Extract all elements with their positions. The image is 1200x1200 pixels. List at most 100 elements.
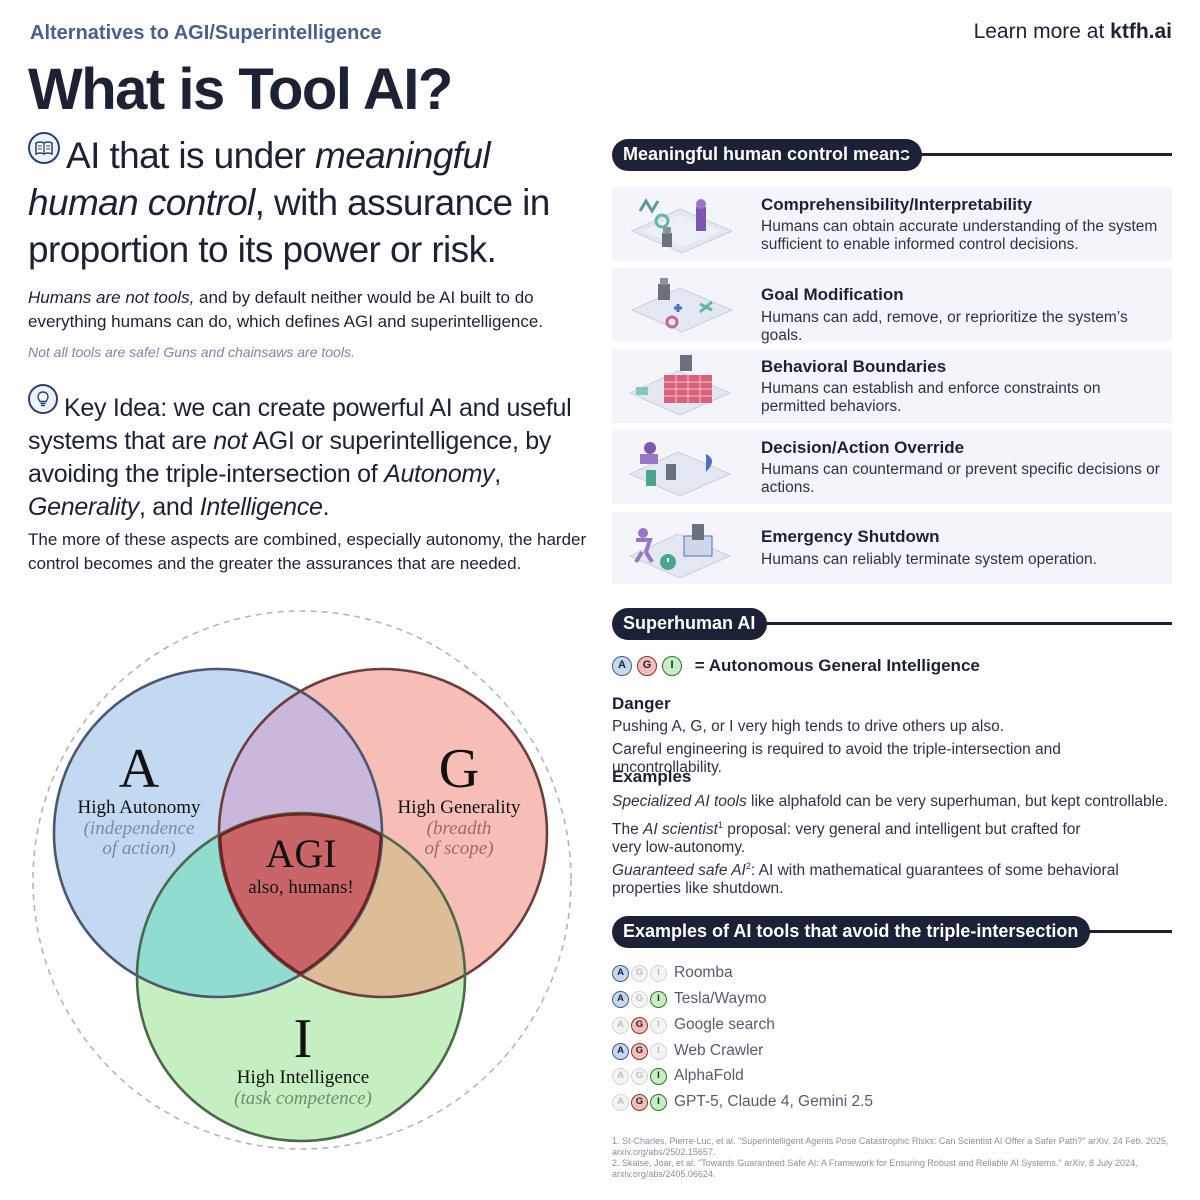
intelligence-badge: I (650, 1042, 667, 1060)
reference-2: 2. Skalse, Joar, et al. "Towards Guarant… (612, 1158, 1138, 1179)
example-guaranteed-safe-ai: Guaranteed safe AI2: AI with mathematica… (612, 857, 1132, 898)
generality-sub1: (breadth (427, 818, 492, 839)
intelligence-badge: I (650, 1016, 667, 1034)
danger-title: Danger (612, 694, 671, 713)
interpretability-illustration (630, 198, 734, 254)
intelligence-label: High Intelligence (237, 1067, 369, 1088)
intelligence-badge: I (650, 990, 667, 1008)
key-idea-generality: Generality (28, 493, 139, 521)
humans-not-tools-paragraph: Humans are not tools, and by default nei… (28, 286, 588, 334)
para1-rest: and by default neither would be AI built… (28, 288, 544, 331)
example-3-emphasis: Guaranteed safe AI (612, 862, 746, 880)
autonomy-badge: A (612, 1042, 629, 1060)
example-1-rest: like alphafold can be very superhuman, b… (746, 793, 1169, 810)
agi-title: AGI (265, 831, 336, 876)
example-2-rest: proposal: very general and intelligent b… (612, 821, 1081, 857)
control-item-desc: Humans can establish and enforce constra… (761, 380, 1101, 415)
key-idea: Key Idea: we can create powerful AI and … (28, 384, 588, 524)
key-idea-intelligence: Intelligence (199, 493, 323, 521)
agi-venn-diagram: A High Autonomy (independence of action)… (32, 610, 572, 1150)
control-item-title: Emergency Shutdown (761, 527, 940, 546)
para1-emphasis: Humans are not tools, (28, 288, 195, 307)
key-idea-autonomy: Autonomy (384, 460, 495, 488)
example-2-prefix: The (612, 821, 644, 839)
autonomy-badge: A (612, 1093, 629, 1111)
footnote-ref-2[interactable]: 2 (745, 861, 751, 871)
tool-name: Roomba (674, 964, 733, 981)
example-3-rest: : AI with mathematical guarantees of som… (612, 862, 1119, 898)
reference-1: 1. St-Charles, Pierre-Luc, et al. "Super… (612, 1136, 1169, 1157)
intelligence-badge: I (650, 1093, 667, 1111)
boundaries-illustration (628, 355, 732, 416)
combination-paragraph: The more of these aspects are combined, … (28, 530, 587, 573)
learn-more-prefix: Learn more at (973, 20, 1111, 43)
control-item-title: Goal Modification (761, 285, 904, 304)
control-item-desc: Humans can add, remove, or reprioritize … (761, 309, 1128, 344)
lead-part1: AI that is under (66, 135, 315, 176)
lead-emphasis: meaningful human control (28, 135, 491, 223)
intelligence-badge: I (662, 655, 682, 676)
superintelligence-boundary (32, 610, 572, 1150)
tool-name: Google search (674, 1016, 775, 1033)
autonomy-sub2: of action) (102, 838, 175, 859)
override-illustration (628, 442, 732, 497)
generality-badge: G (631, 1067, 648, 1085)
generality-badge: G (631, 964, 648, 982)
generality-badge: G (631, 1042, 648, 1060)
control-header: Meaningful human control means (612, 139, 923, 171)
tool-name: Web Crawler (674, 1042, 764, 1059)
generality-badge: G (631, 1093, 648, 1111)
intelligence-sub1: (task competence) (234, 1088, 372, 1109)
intelligence-badge: I (650, 1067, 667, 1085)
example-ai-scientist: The AI scientist1 proposal: very general… (612, 816, 1082, 857)
lightbulb-icon (28, 384, 58, 414)
control-item-override: Decision/Action Override Humans can coun… (612, 430, 1172, 504)
key-idea-part2: AGI or superintelligence, by avoiding th… (28, 427, 552, 488)
autonomy-badge: A (612, 655, 632, 676)
control-item-goal-modification: Goal Modification Humans can add, remove… (612, 268, 1172, 344)
superhuman-header-rule (758, 622, 1172, 625)
autonomy-badge: A (612, 1016, 629, 1034)
example-2-emphasis: AI scientist (643, 821, 718, 839)
shutdown-illustration (628, 524, 732, 579)
tools-header: Examples of AI tools that avoid the trip… (612, 916, 1091, 948)
control-item-title: Decision/Action Override (761, 438, 965, 457)
generality-letter: G (439, 738, 479, 800)
key-idea-not: not (213, 427, 248, 455)
key-idea-part1: Key Idea: we can create powerful AI and … (28, 394, 572, 455)
tool-name: AlphaFold (674, 1067, 744, 1084)
subtitle: Alternatives to AGI/Superintelligence (30, 22, 382, 44)
key-idea-period: . (322, 493, 330, 521)
references: 1. St-Charles, Pierre-Luc, et al. "Super… (612, 1136, 1177, 1180)
control-header-rule (900, 153, 1172, 156)
lead-part2: , with assurance in proportion to its po… (28, 182, 550, 270)
control-item-desc: Humans can reliably terminate system ope… (761, 551, 1097, 568)
control-item-shutdown: Emergency Shutdown Humans can reliably t… (612, 512, 1172, 584)
intelligence-badge: I (650, 964, 667, 982)
site-link[interactable]: ktfh.ai (1110, 20, 1172, 43)
example-specialized-tools: Specialized AI tools like alphafold can … (612, 793, 1172, 811)
danger-line-2: Careful engineering is required to avoid… (612, 741, 1061, 776)
tool-name: Tesla/Waymo (674, 990, 767, 1007)
control-item-title: Comprehensibility/Interpretability (761, 195, 1033, 214)
generality-badge: G (631, 990, 648, 1008)
autonomy-badge: A (612, 964, 629, 982)
page-title: What is Tool AI? (28, 57, 453, 122)
control-item-desc: Humans can obtain accurate understanding… (761, 218, 1158, 253)
autonomy-label: High Autonomy (78, 797, 201, 818)
control-item-title: Behavioral Boundaries (761, 357, 947, 376)
examples-title: Examples (612, 767, 692, 786)
tools-note: Not all tools are safe! Guns and chainsa… (28, 344, 355, 360)
generality-badge: G (631, 1016, 648, 1034)
control-item-interpretability: Comprehensibility/Interpretability Human… (612, 187, 1172, 261)
footnote-ref-1[interactable]: 1 (717, 820, 723, 830)
tools-header-rule (1078, 930, 1172, 933)
generality-badge: G (637, 655, 657, 676)
